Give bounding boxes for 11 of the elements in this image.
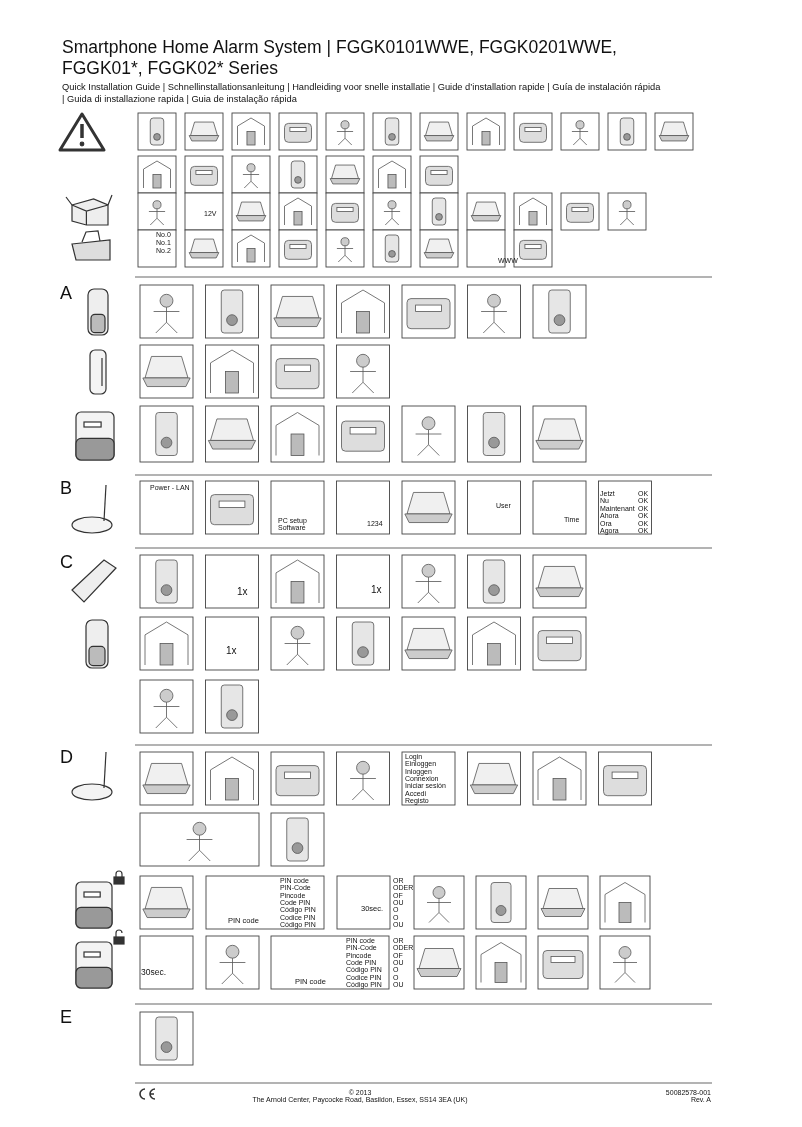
subtitle: Quick Installation Guide | Schnellinstallationsanleitung | Handleiding voor snelle installatie | Guide d’installation rapide | Guía de instalación rápida | Guida di installazione rapida | Guia de instalação rápida bbox=[62, 82, 662, 106]
instruction-text: 30sec. bbox=[141, 968, 167, 977]
section-letter: C bbox=[60, 553, 73, 572]
section-letter: D bbox=[60, 748, 73, 767]
instruction-text: 1x bbox=[237, 587, 248, 598]
title: Smartphone Home Alarm System | FGGK0101WWE, FGGK0201WWE, FGGK01*, FGGK02* Series bbox=[62, 37, 618, 79]
section-letter: A bbox=[60, 284, 72, 303]
instruction-text: 1x bbox=[371, 585, 382, 596]
section-letter: E bbox=[60, 1008, 72, 1027]
section-letter: B bbox=[60, 479, 72, 498]
instruction-text: 1x bbox=[226, 646, 237, 657]
